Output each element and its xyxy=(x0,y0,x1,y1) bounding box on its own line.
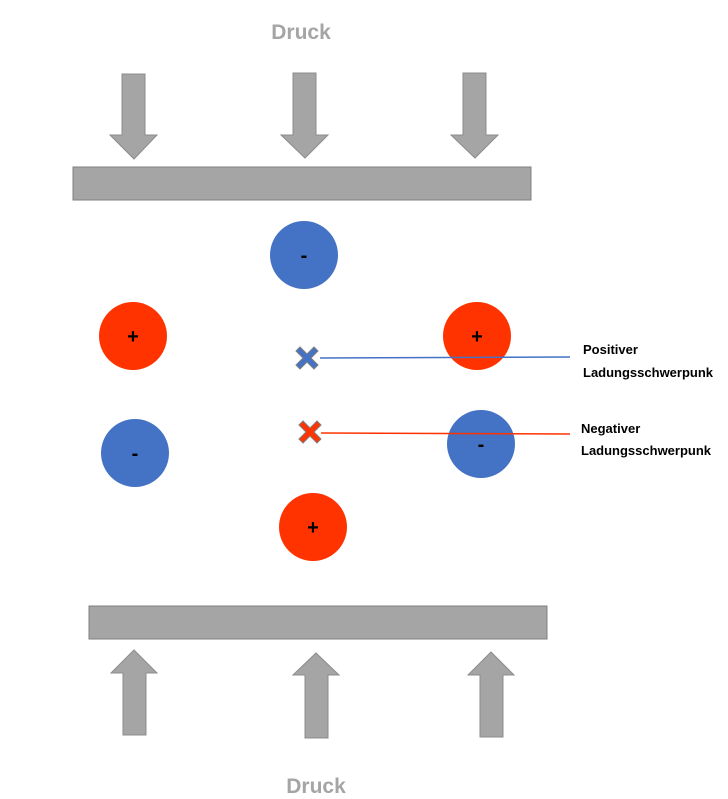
negative-center-marker-icon xyxy=(298,420,322,444)
up-arrow-icon xyxy=(466,651,516,738)
charge-positive-right: + xyxy=(443,302,511,370)
up-arrow-icon xyxy=(109,649,159,736)
positive-center-label-line1: Positiver xyxy=(583,342,638,357)
positive-center-pointer-line xyxy=(319,356,571,359)
charge-positive-left: + xyxy=(99,302,167,370)
negative-center-label-line1: Negativer xyxy=(581,421,640,436)
charge-sign: + xyxy=(471,326,483,348)
negative-center-label-line2: Ladungsschwerpunk xyxy=(581,443,712,458)
charge-sign: - xyxy=(478,434,485,456)
up-arrow-icon xyxy=(291,652,341,739)
charge-sign: - xyxy=(301,245,308,267)
bottom-druck-label: Druck xyxy=(286,775,346,798)
charge-sign: + xyxy=(307,517,319,539)
charge-sign: + xyxy=(127,326,139,348)
down-arrow-icon xyxy=(449,72,500,159)
charge-negative-left: - xyxy=(101,419,169,487)
charge-sign: - xyxy=(132,443,139,465)
positive-center-marker-icon xyxy=(295,346,319,370)
charge-positive-bottom: + xyxy=(279,493,347,561)
charge-negative-right: - xyxy=(447,410,515,478)
down-arrow-icon xyxy=(108,73,159,160)
top-arrows xyxy=(108,72,500,160)
bottom-arrows xyxy=(109,649,516,739)
top-plate xyxy=(72,166,532,201)
negative-center-pointer-line xyxy=(320,432,571,435)
bottom-plate xyxy=(88,605,548,640)
top-druck-label: Druck xyxy=(271,21,331,44)
down-arrow-icon xyxy=(279,72,330,159)
charge-negative-top: - xyxy=(270,221,338,289)
positive-center-label-line2: Ladungsschwerpunk xyxy=(583,365,714,380)
